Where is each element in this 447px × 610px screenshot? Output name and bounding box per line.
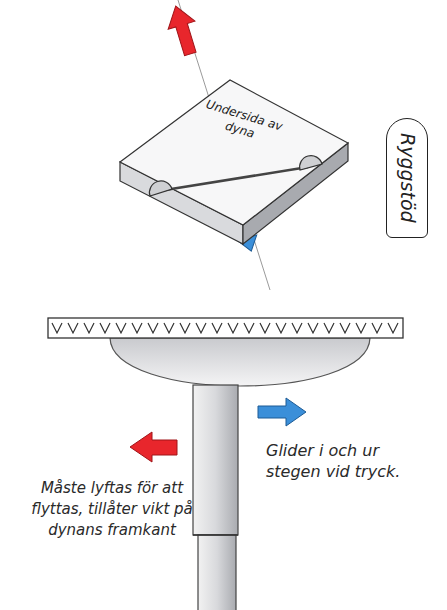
tab-label: Ryggstöd xyxy=(398,133,417,223)
rod xyxy=(165,167,308,190)
red-arrow xyxy=(162,2,203,58)
red-arrow xyxy=(130,432,177,462)
slab-face xyxy=(120,80,348,225)
blue-arrow xyxy=(258,398,306,426)
note-text: Måste lyftas för att flyttas, tillåter v… xyxy=(28,478,196,541)
rod-knob xyxy=(300,156,322,170)
seat-bowl xyxy=(110,338,370,386)
lower-post xyxy=(198,535,236,610)
post-joint xyxy=(193,534,238,536)
seat-post xyxy=(193,385,238,535)
ratchet-strip xyxy=(48,318,403,338)
note-text: Glider i och ur stegen vid tryck. xyxy=(266,440,416,482)
rod-knob xyxy=(149,181,172,196)
slab-outline xyxy=(118,70,350,248)
ratchet-teeth xyxy=(52,323,398,333)
cushion-underside: Undersida av dyna xyxy=(118,70,350,248)
backrest-tab: Ryggstöd xyxy=(386,118,428,238)
